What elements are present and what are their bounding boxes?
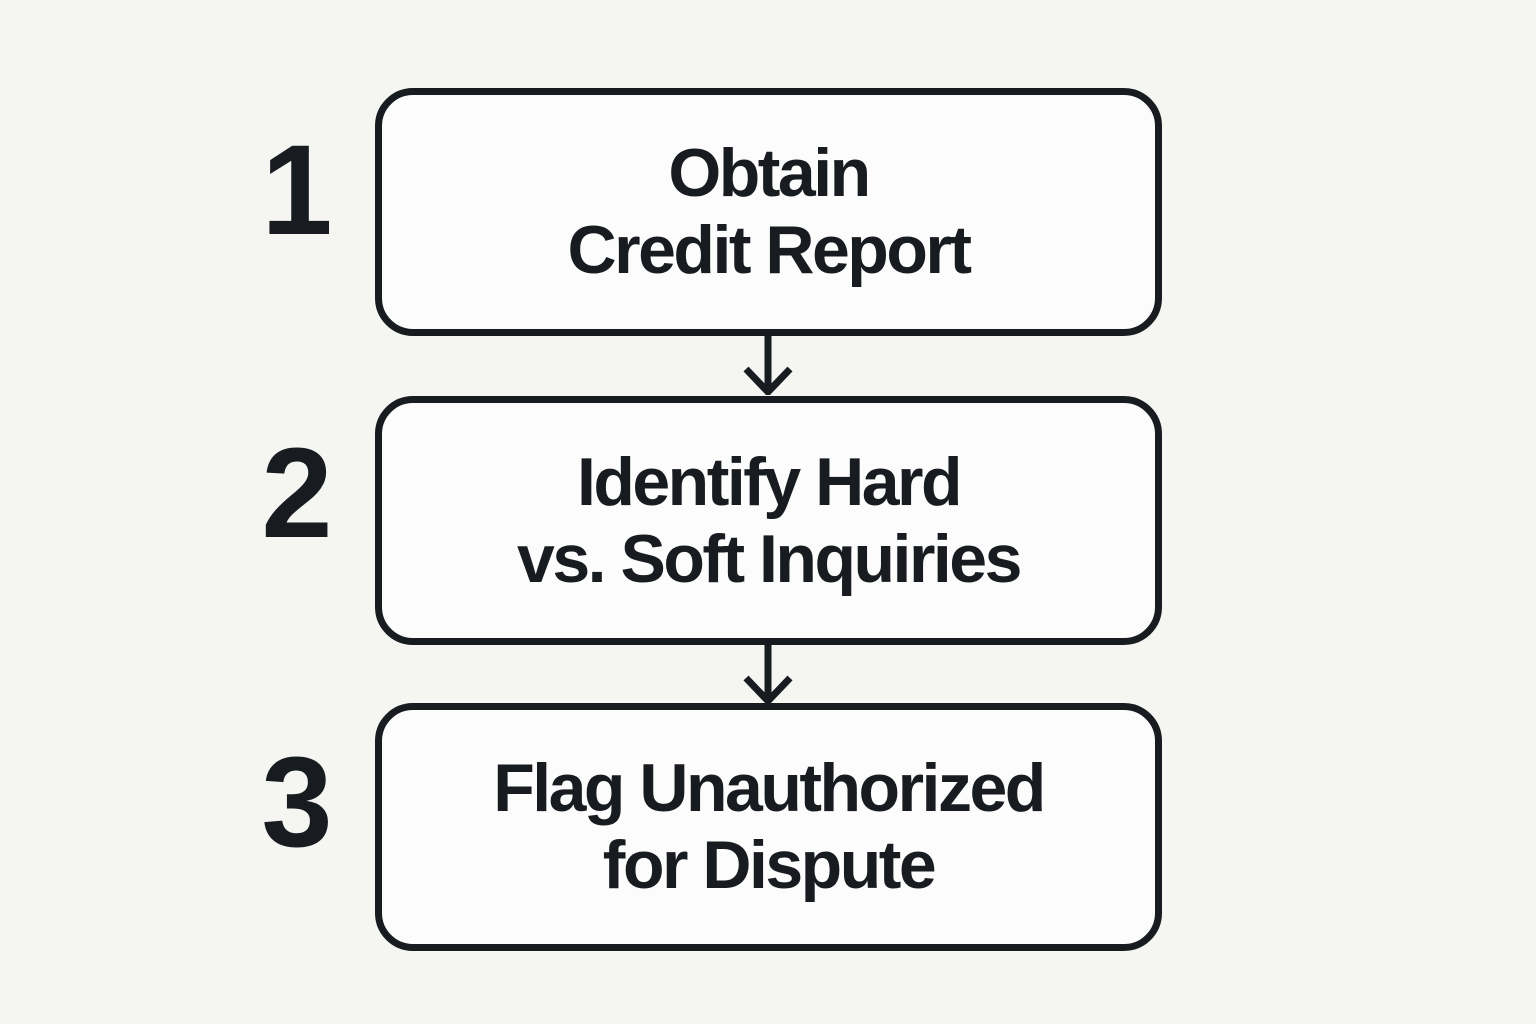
step-1-label-line2: Credit Report: [567, 212, 972, 288]
step-3-label-line1: Flag Unauthorized: [493, 750, 1046, 827]
step-1-box: Obtain Credit Report: [375, 88, 1162, 336]
step-2-box: Identify Hard vs. Soft Inquiries: [375, 396, 1162, 645]
arrow-down-icon: [738, 644, 798, 704]
step-2-label-line2: vs. Soft Inquiries: [517, 520, 1022, 597]
step-3-label-line2: for Dispute: [602, 827, 937, 903]
step-1-label-line1: Obtain: [668, 135, 871, 212]
step-3-number: 3: [261, 731, 332, 874]
arrow-down-icon: [738, 335, 798, 395]
step-1-number: 1: [261, 119, 332, 262]
step-2-label-line1: Identify Hard: [576, 443, 963, 520]
step-2-number: 2: [261, 422, 332, 565]
step-3-box: Flag Unauthorized for Dispute: [375, 703, 1162, 951]
